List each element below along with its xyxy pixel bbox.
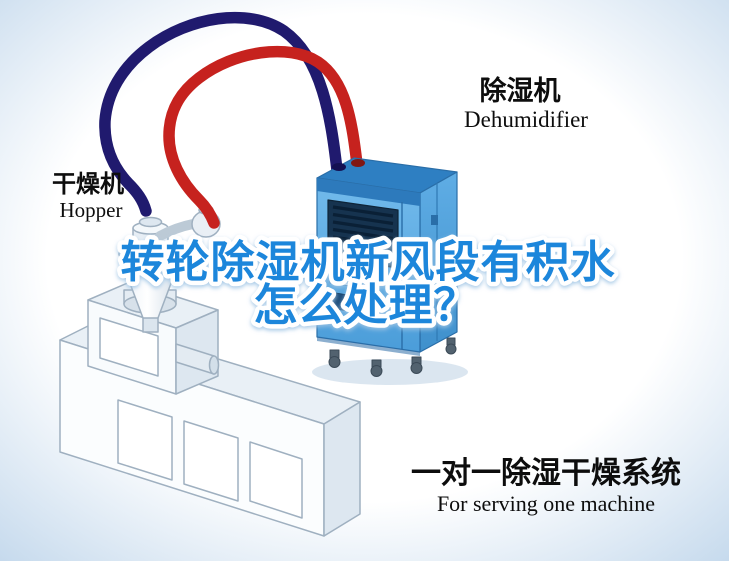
hopper-elbow-pipe [155,219,198,241]
caster-wheel-4 [445,343,457,355]
main-title: 转轮除湿机新风段有积水 怎么处理？ [116,234,619,335]
machine-panel-1 [117,399,173,481]
hopper-label-en: Hopper [60,198,123,222]
red-pipe-collar [351,159,365,167]
caster-wheel-3 [410,362,423,374]
unit-label-sticker [329,271,351,287]
unit-door-handle [406,258,411,276]
pipes [99,11,363,229]
blue-pipe-collar [332,163,346,171]
dehumidifier-label-en: Dehumidifier [464,107,588,132]
caster-wheel-2 [370,365,383,377]
dehumidifier-illustration [312,157,468,385]
machine-illustration [59,281,361,537]
hopper-illustration [118,205,221,333]
dehumidifier-label-cn: 除湿机 [480,75,561,106]
machine-end-cap [323,401,361,537]
unit-hinge-top [431,215,438,225]
unit-top-band [317,178,420,206]
machine-panel-3 [249,441,303,519]
caption-cn: 一对一除湿干燥系统 [411,456,681,490]
unit-casters [328,337,457,377]
unit-shadow [312,359,468,385]
title-line-2: 怎么处理？ [254,281,479,330]
grille-slats [332,205,394,263]
machine-panel-2 [183,420,239,502]
hopper-dome [138,216,163,228]
caster-wheel-1 [328,356,341,368]
barrel-end [208,355,220,375]
unit-base-edge [317,337,420,356]
caption-en: For serving one machine [437,491,655,516]
hopper-label-cn: 干燥机 [52,171,124,198]
unit-hinge-bottom [431,285,438,295]
unit-control-plate [329,291,355,313]
title-line-1: 转轮除湿机新风段有积水 [121,238,616,287]
supply-air-pipe-red [163,45,363,229]
